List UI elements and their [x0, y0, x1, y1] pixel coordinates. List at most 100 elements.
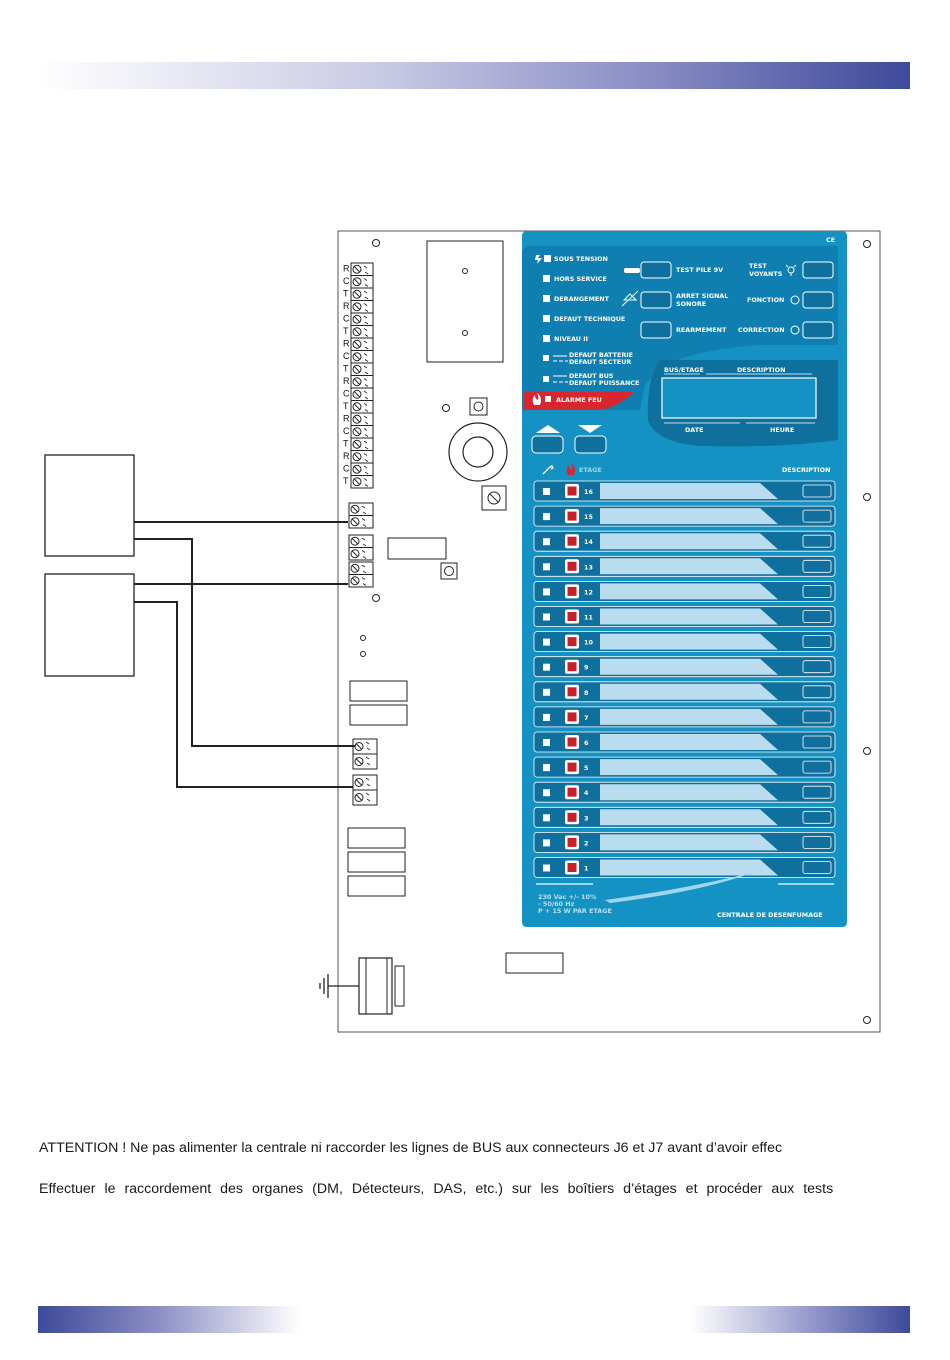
test-pile-button[interactable] [640, 261, 672, 279]
floor-row: 5 [533, 756, 836, 778]
test-voyants-label-1: TEST [749, 262, 767, 270]
floor-command-button[interactable] [802, 836, 832, 849]
fuse [347, 827, 406, 849]
display-description-label: DESCRIPTION [737, 366, 785, 374]
floor-row: 14 [533, 530, 836, 552]
arret-signal-button[interactable] [640, 291, 672, 309]
defaut-secteur-label: DEFAUT SECTEUR [569, 358, 631, 366]
scroll-up-button[interactable] [531, 435, 564, 454]
status-led [543, 275, 550, 282]
description-label-strip [600, 658, 778, 675]
fonction-button[interactable] [802, 291, 834, 309]
description-label-strip [600, 508, 778, 525]
description-label-strip [600, 759, 778, 776]
floor-row: 12 [533, 581, 836, 602]
floor-command-button[interactable] [802, 660, 832, 674]
floor-command-button[interactable] [802, 861, 832, 874]
correction-button[interactable] [802, 321, 834, 339]
correction-label: CORRECTION [738, 326, 785, 334]
screw-terminal [350, 437, 374, 451]
rearmement-button[interactable] [640, 321, 672, 339]
description-label-strip [600, 834, 778, 851]
terminal-label: R [343, 451, 350, 461]
fuse [347, 875, 406, 897]
floor-command-button[interactable] [802, 735, 832, 749]
test-voyants-button[interactable] [802, 261, 834, 279]
fault-led [543, 588, 550, 596]
floor-command-button[interactable] [802, 484, 832, 498]
description-label-strip [600, 583, 778, 600]
floor-number: 16 [584, 488, 593, 496]
footer-spec-2: - 50/60 Hz [538, 900, 575, 908]
switch [440, 562, 458, 580]
screw-terminal-block [352, 738, 378, 770]
status-label: DEFAUT TECHNIQUE [554, 315, 625, 323]
scroll-down-button[interactable] [574, 435, 607, 454]
floor-command-button[interactable] [802, 509, 832, 523]
floor-command-button[interactable] [802, 710, 832, 724]
terminal-label: T [343, 476, 349, 486]
fault-led [543, 663, 550, 671]
description-label-strip [600, 809, 778, 826]
floor-command-button[interactable] [802, 810, 832, 824]
terminal-label: C [343, 464, 350, 474]
floor-number: 4 [584, 789, 589, 797]
footer-title: CENTRALE DE DESENFUMAGE [717, 911, 823, 919]
small-hole [360, 651, 366, 657]
mounting-hole [863, 240, 871, 248]
floor-command-button[interactable] [802, 585, 832, 598]
footer-band-left [38, 1306, 300, 1333]
fault-led [543, 513, 550, 521]
defaut-bus-label: DEFAUT BUS [569, 372, 614, 380]
screw-terminal [350, 337, 374, 351]
fault-led [543, 764, 550, 772]
screw-terminal [350, 362, 374, 376]
floor-command-button[interactable] [802, 785, 832, 799]
screw-terminal [350, 475, 374, 489]
terminal-label: T [343, 439, 349, 449]
floor-row: 6 [533, 731, 836, 753]
floor-command-button[interactable] [802, 685, 832, 699]
description-label-strip [600, 859, 778, 876]
fault-led [543, 814, 550, 822]
floor-command-button[interactable] [802, 534, 832, 548]
status-led [543, 315, 550, 322]
floor-row: 1 [533, 857, 836, 878]
alarm-led [567, 812, 577, 822]
terminal-label: T [343, 401, 349, 411]
fuse [347, 851, 406, 873]
screw-terminal [350, 300, 374, 314]
description-header: DESCRIPTION [782, 466, 830, 474]
floor-command-button[interactable] [802, 635, 832, 648]
arrow-up-icon [536, 425, 560, 433]
floor-row: 8 [533, 681, 836, 703]
alarm-led [567, 637, 577, 647]
fault-led [543, 613, 550, 621]
alarm-led [567, 712, 577, 722]
fault-led [543, 538, 550, 546]
description-label-strip [600, 483, 778, 499]
swoosh-logo [605, 872, 755, 903]
floor-command-button[interactable] [802, 559, 832, 573]
screw-terminal [350, 412, 374, 426]
screw-terminal-block [348, 561, 374, 588]
terminal-label: T [343, 364, 349, 374]
floor-command-button[interactable] [802, 610, 832, 623]
test-pile-label: TEST PILE 9V [676, 266, 723, 274]
earth-connector [319, 957, 405, 1015]
floor-command-button[interactable] [802, 760, 832, 774]
description-label-strip [600, 683, 778, 700]
switch [469, 397, 488, 416]
status-label: DERANGEMENT [554, 295, 610, 303]
screw-terminal [350, 275, 374, 289]
floor-number: 13 [584, 563, 593, 571]
floor-number: 6 [584, 739, 589, 747]
fire-icon [532, 393, 541, 405]
screw-terminal [350, 325, 374, 339]
screw-terminal [350, 462, 374, 476]
floor-number: 2 [584, 839, 588, 847]
status-led [543, 335, 550, 342]
floor-number: 10 [584, 639, 593, 647]
